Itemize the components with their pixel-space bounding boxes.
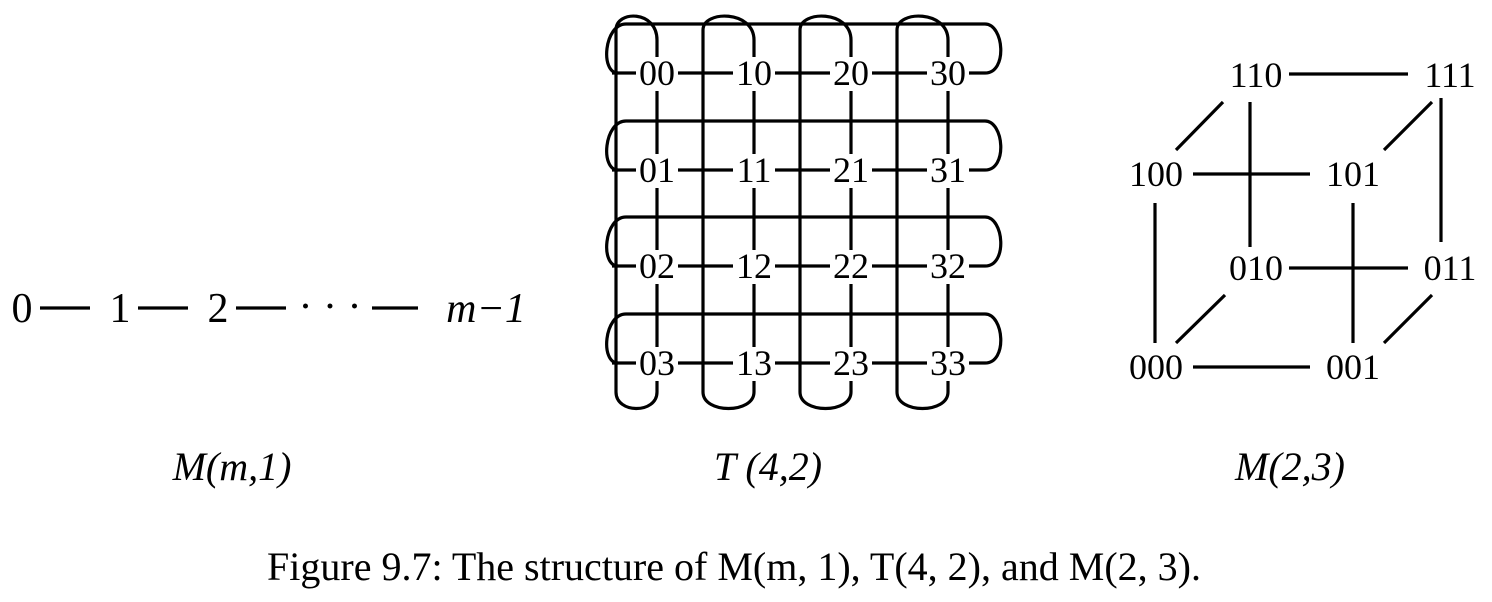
cube-edge — [1382, 100, 1434, 152]
torus-node: 10 — [736, 53, 772, 93]
torus-node: 02 — [639, 246, 675, 286]
torus-label: T (4,2) — [714, 444, 822, 489]
torus-col-wrap — [798, 14, 853, 411]
hypercube-diagram: 110 111 100 101 010 011 000 001 M(2,3) — [1129, 55, 1476, 489]
torus-col-wrap — [614, 14, 659, 411]
cube-node: 011 — [1424, 248, 1477, 288]
linear-array-label: M(m,1) — [172, 444, 292, 489]
torus-row-wrap — [605, 119, 1003, 172]
torus-node: 23 — [833, 343, 869, 383]
cube-node: 111 — [1424, 55, 1475, 95]
torus-node: 11 — [737, 150, 772, 190]
torus-node: 20 — [833, 53, 869, 93]
torus-row-wrap — [605, 312, 1003, 365]
torus-node: 30 — [930, 53, 966, 93]
cube-edge — [1174, 100, 1225, 152]
torus-row-wrap — [605, 215, 1003, 268]
line-node-last: m−1 — [446, 286, 526, 332]
torus-node-backgrounds — [636, 57, 969, 381]
cube-node: 000 — [1129, 347, 1183, 387]
cube-node: 001 — [1326, 347, 1380, 387]
torus-node: 12 — [736, 246, 772, 286]
cube-node: 110 — [1230, 55, 1283, 95]
torus-node: 03 — [639, 343, 675, 383]
line-node: 0 — [12, 286, 33, 332]
torus-node: 22 — [833, 246, 869, 286]
torus-node: 13 — [736, 343, 772, 383]
line-node: 1 — [110, 286, 131, 332]
cube-edge — [1174, 293, 1227, 345]
cube-node: 101 — [1326, 154, 1380, 194]
torus-diagram: 00 10 20 30 01 11 21 31 02 12 22 32 03 1… — [605, 14, 1003, 489]
line-node: 2 — [208, 286, 229, 332]
cube-node: 100 — [1129, 154, 1183, 194]
cube-edge — [1382, 293, 1434, 345]
torus-node: 31 — [930, 150, 966, 190]
cube-node: 010 — [1229, 248, 1283, 288]
torus-node: 32 — [930, 246, 966, 286]
line-ellipsis: · · · — [299, 284, 362, 330]
torus-node: 33 — [930, 343, 966, 383]
torus-node: 00 — [639, 53, 675, 93]
torus-node: 01 — [639, 150, 675, 190]
hypercube-label: M(2,3) — [1234, 444, 1345, 489]
figure-caption: Figure 9.7: The structure of M(m, 1), T(… — [267, 544, 1201, 589]
torus-col-wrap — [895, 14, 950, 411]
torus-row-wrap — [605, 22, 1003, 75]
linear-array-diagram: 0 1 2 · · · m−1 M(m,1) — [12, 284, 526, 489]
torus-node: 21 — [833, 150, 869, 190]
torus-col-wrap — [701, 14, 756, 411]
